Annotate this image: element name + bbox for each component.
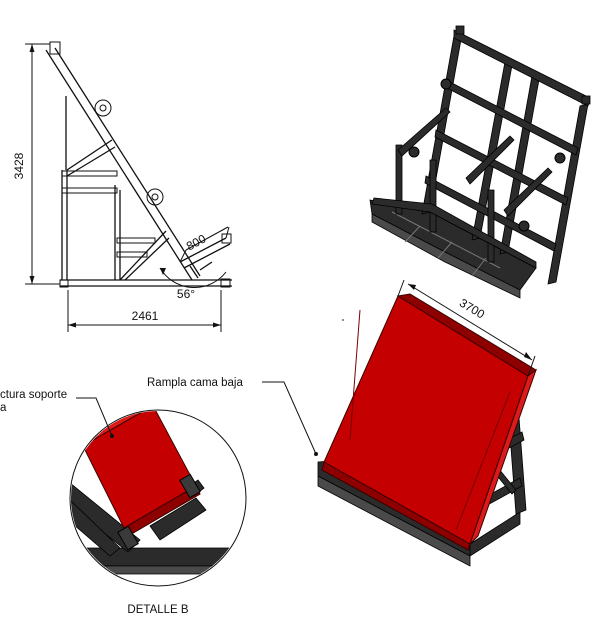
dim-platform-width: 3700 [457, 296, 487, 322]
dim-height: 3428 [12, 152, 26, 179]
side-view: 3428 2461 800 56° [12, 41, 232, 332]
support-callout-label-line1: ctura soporte [0, 389, 67, 401]
dim-angle: 56° [177, 287, 195, 301]
ramp-isometric-view: 3700 [262, 279, 538, 567]
ramp-callout-label: Rampla cama baja [147, 377, 243, 389]
support-callout-label-line2: a [0, 402, 7, 414]
detail-b-view [69, 397, 247, 587]
dim-ramp-length: 800 [184, 231, 209, 253]
detail-caption: DETALLE B [127, 604, 188, 616]
dim-base-length: 2461 [132, 309, 159, 323]
frame-isometric-view [369, 25, 591, 299]
